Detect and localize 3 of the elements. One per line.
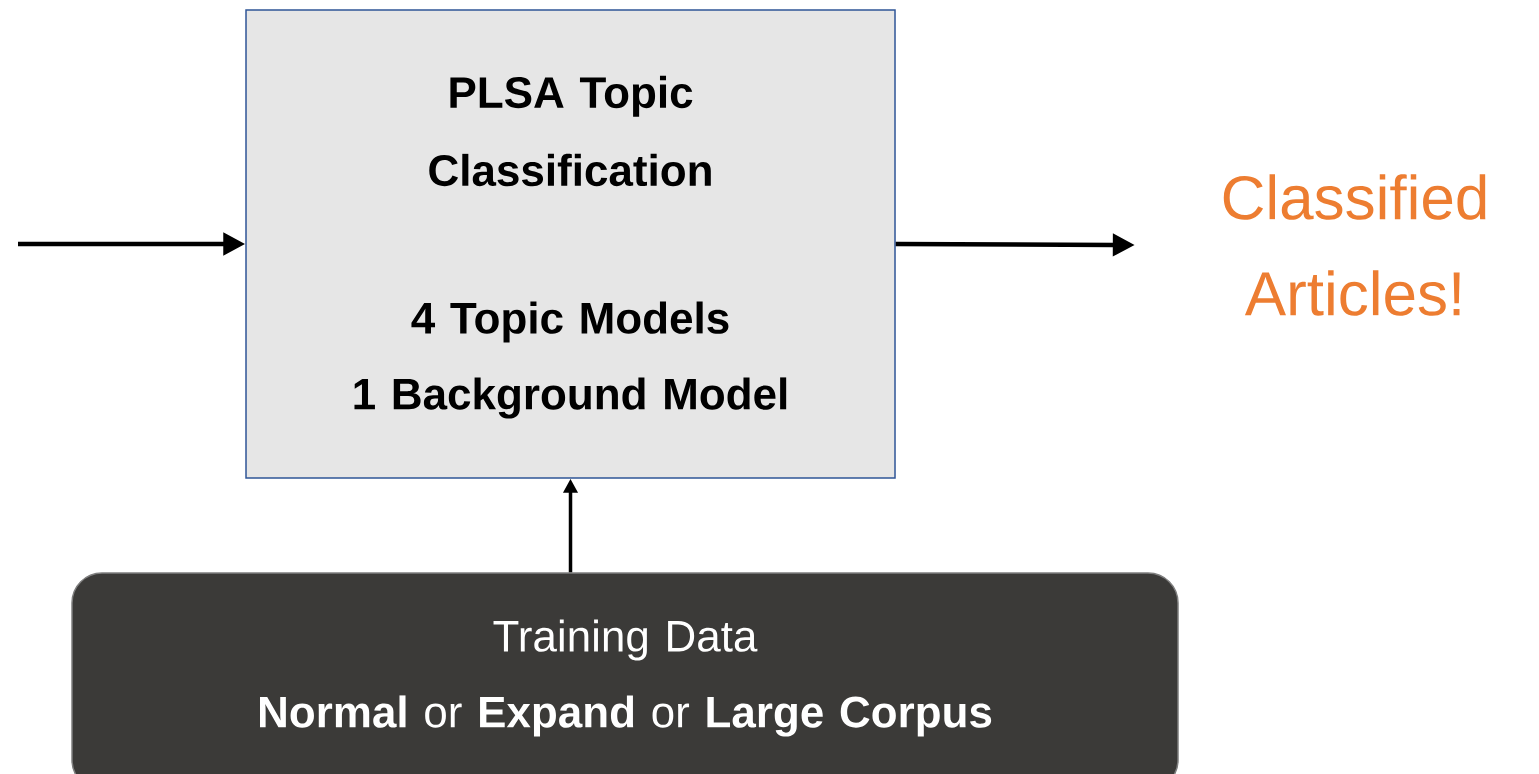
process-box: PLSA Topic Classification 4 Topic Models 1 Background Model	[245, 9, 896, 479]
output-text: Classified Articles!	[1223, 174, 1486, 316]
data-box: Training Data Normal or Expand or Large Corpus	[71, 572, 1179, 774]
